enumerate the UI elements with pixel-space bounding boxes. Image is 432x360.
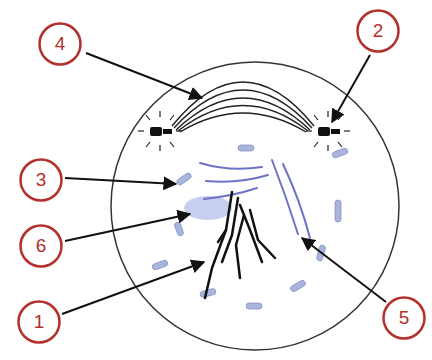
spindle-fibers [172,82,314,132]
callout-text-box: 1 [17,300,61,344]
callout-circle: 6 [19,224,63,268]
callout-circle: 5 [382,296,426,340]
callout-ring [40,24,81,65]
callout-text-box: 5 [382,296,426,340]
callout-number: 3 [36,170,47,191]
cell-membrane [111,62,399,350]
callout-circle: 2 [356,9,400,53]
centrosome [138,111,182,151]
callout-number: 4 [55,34,66,55]
callout-circle: 1 [17,300,61,344]
callout-ring [384,298,425,339]
callout-ring [21,226,62,267]
callout-circle: 3 [19,158,63,202]
callout-text-box: 2 [356,9,400,53]
callout-text-box: 3 [19,158,63,202]
chromatin [184,196,232,220]
chromosome [205,192,275,298]
centrosome [306,111,350,151]
callout-text-box: 4 [38,22,82,66]
callout-ring [21,160,62,201]
callout-number: 1 [34,312,45,333]
callout-text-box: 6 [19,224,63,268]
callout-ring [358,11,399,52]
nuclear-envelope-fragment [151,145,348,309]
callout-number: 2 [373,21,384,42]
callout-number: 6 [36,236,47,257]
callout-ring [19,302,60,343]
leader-arrow [62,53,386,314]
callout-circle: 4 [38,22,82,66]
callout-number: 5 [399,308,410,329]
